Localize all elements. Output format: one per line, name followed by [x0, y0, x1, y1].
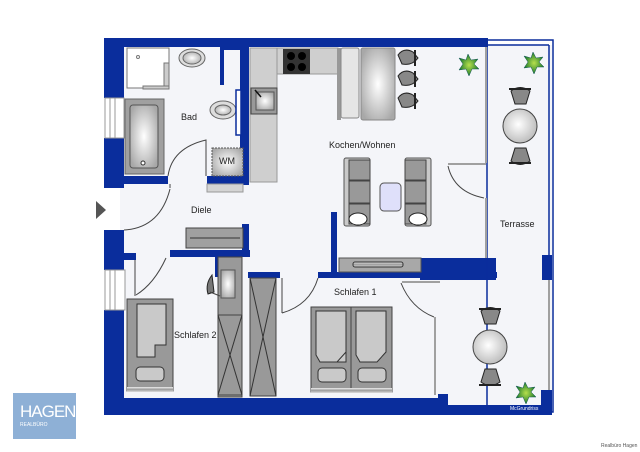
terrace-table-lower — [472, 307, 508, 386]
terrace-table-upper — [502, 87, 538, 165]
sink-bath — [178, 48, 206, 68]
footer-credit: Realbüro Hagen — [601, 443, 638, 449]
room-label-kochen-wohnen: Kochen/Wohnen — [329, 140, 396, 150]
entrance-arrow-icon — [96, 201, 106, 219]
room-label-schlafen1: Schlafen 1 — [334, 287, 377, 297]
drawing-credit: McGrundriss — [510, 406, 539, 412]
bed-schlafen2 — [126, 298, 174, 392]
coffee-table — [379, 182, 402, 212]
washing-machine-label: WM — [219, 156, 235, 166]
logo-subtext: REALBÜRO — [20, 422, 48, 428]
bar-stools — [397, 49, 419, 109]
room-label-terrasse: Terrasse — [500, 219, 535, 229]
walls — [104, 38, 552, 415]
room-label-bad: Bad — [181, 112, 198, 122]
logo-text: HAGEN — [20, 402, 76, 421]
hagen-logo: HAGEN REALBÜRO — [13, 393, 76, 439]
room-label-schlafen2: Schlafen 2 — [174, 330, 217, 340]
room-label-diele: Diele — [191, 205, 212, 215]
kitchen-counter — [249, 47, 339, 183]
plant-icon — [458, 51, 545, 405]
shower — [126, 47, 170, 90]
washing-machine — [211, 147, 244, 177]
armchair-right — [404, 157, 432, 227]
toilet — [209, 100, 237, 120]
armchair-left — [343, 157, 371, 227]
bed-schlafen1 — [310, 306, 393, 393]
